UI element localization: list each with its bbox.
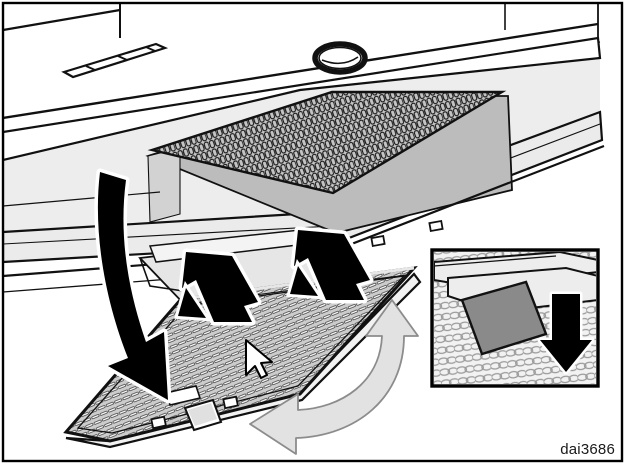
press-down-arrow	[94, 168, 172, 404]
control-slider[interactable]	[61, 42, 169, 79]
cooktop-surface	[3, 3, 622, 166]
hood-latch-left	[370, 234, 386, 248]
inset-press-arrow	[537, 291, 595, 375]
swing-out-rotation-arrow	[249, 299, 419, 455]
detail-inset-panel	[430, 248, 600, 388]
inset-retaining-tab	[460, 280, 548, 356]
filter-release-tab[interactable]	[183, 398, 223, 432]
burner-ring-icon	[312, 41, 368, 75]
figure-caption: dai3686	[560, 441, 615, 458]
push-up-arrow-left	[174, 248, 262, 326]
push-up-arrow-right	[286, 226, 374, 304]
mouse-cursor	[245, 339, 273, 379]
filter-clip-right[interactable]	[222, 395, 239, 410]
inset-border	[430, 248, 600, 388]
filter-clip-left[interactable]	[150, 415, 167, 430]
hood-latch-right	[428, 219, 444, 233]
